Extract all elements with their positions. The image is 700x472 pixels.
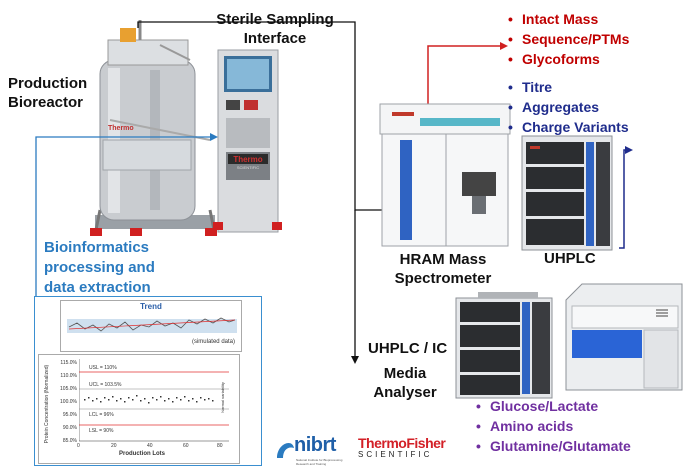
- ytick: 85.0%: [62, 438, 77, 444]
- bioreactor-brand: Thermo: [108, 125, 134, 132]
- navy-output-list: •Titre •Aggregates •Charge Variants: [508, 77, 629, 137]
- xtick: 60: [183, 443, 189, 449]
- bioinformatics-line-3: data extraction: [44, 279, 151, 296]
- ytick: 100.0%: [60, 399, 77, 405]
- xtick: 0: [77, 443, 80, 449]
- control-points: [84, 395, 214, 404]
- controller-brand-sub: SCIENTIFIC: [236, 165, 260, 170]
- purple-item: •Glutamine/Glutamate: [476, 438, 631, 454]
- production-line-1: Production: [8, 75, 88, 92]
- trend-title: Trend: [140, 302, 162, 311]
- red-item: •Glycoforms: [508, 51, 600, 67]
- ytick: 95.0%: [62, 412, 77, 418]
- nibrt-subtitle: National Institute for Bioprocessing Res…: [296, 458, 343, 466]
- lcl-label: LCL = 96%: [89, 412, 114, 418]
- media-analyser-illustration: [565, 283, 683, 391]
- hram-label: HRAM Mass Spectrometer: [388, 250, 498, 288]
- bioinformatics-label: Bioinformatics processing and data extra…: [44, 238, 155, 298]
- uhplc-ic-label: UHPLC / IC: [368, 340, 448, 357]
- trend-plot: [67, 317, 237, 333]
- feedback-line: [35, 133, 218, 296]
- control-plot: [79, 359, 229, 442]
- nibrt-wordmark: nibrt: [294, 434, 336, 456]
- bioinformatics-line-2: processing and: [44, 259, 155, 276]
- media-analyser-label: Media Analyser: [370, 364, 440, 402]
- ytick: 90.0%: [62, 425, 77, 431]
- ytick: 110.0%: [60, 373, 77, 379]
- lsl-label: LSL = 90%: [89, 428, 114, 434]
- nibrt-logo: nibrt National Institute for Bioprocessi…: [274, 432, 350, 468]
- hram-line-2: Spectrometer: [394, 270, 492, 287]
- trend-fit: [68, 319, 236, 330]
- xtick: 20: [111, 443, 117, 449]
- sampling-line-1: Sterile Sampling: [216, 11, 334, 28]
- thermofisher-subtitle: SCIENTIFIC: [358, 450, 433, 459]
- trend-line: [68, 317, 236, 332]
- sterile-sampling-label: Sterile Sampling Interface: [210, 10, 340, 48]
- control-xlabel: Production Lots: [119, 451, 165, 457]
- purple-item: •Glucose/Lactate: [476, 398, 599, 414]
- thermofisher-logo: ThermoFisher SCIENTIFIC: [358, 435, 446, 460]
- uhplc-label: UHPLC: [544, 250, 596, 267]
- controller-brand-name: Thermo: [233, 155, 263, 164]
- production-bioreactor-label: Production Bioreactor: [8, 74, 87, 112]
- media-line-1: Media: [383, 365, 427, 382]
- thermofisher-wordmark: ThermoFisher: [358, 435, 446, 451]
- bioinformatics-line-1: Bioinformatics: [44, 239, 150, 256]
- controller-illustration: [213, 49, 282, 233]
- ytick: 115.0%: [60, 360, 77, 366]
- xtick: 80: [217, 443, 223, 449]
- xtick: 40: [147, 443, 153, 449]
- mass-spectrometer-illustration: [379, 103, 511, 247]
- media-line-2: Analyser: [373, 384, 437, 401]
- navy-item: •Charge Variants: [508, 119, 629, 135]
- control-yticks: 115.0% 110.0% 105.0% 100.0% 95.0% 90.0% …: [49, 357, 77, 448]
- navy-item: •Aggregates: [508, 99, 600, 115]
- trend-note: (simulated data): [191, 339, 235, 345]
- control-chart: Protein Concentration (Normalized) 115.0…: [38, 354, 240, 464]
- uhplc-illustration: [521, 135, 613, 251]
- usl-label: USL = 110%: [89, 365, 117, 371]
- production-line-2: Bioreactor: [8, 94, 84, 111]
- navy-item: •Titre: [508, 79, 553, 95]
- ytick: 105.0%: [60, 386, 77, 392]
- trend-chart: Trend (simulated data): [60, 300, 242, 352]
- purple-output-list: •Glucose/Lactate •Amino acids •Glutamine…: [476, 396, 631, 456]
- side-note: Normal variability: [219, 382, 225, 413]
- nibrt-mark-icon: [277, 443, 294, 458]
- uhplc-ic-illustration: [455, 292, 553, 399]
- red-item: •Sequence/PTMs: [508, 31, 630, 47]
- sampling-line-2: Interface: [243, 30, 307, 47]
- hram-line-1: HRAM Mass: [399, 251, 487, 268]
- controller-brand: Thermo SCIENTIFIC: [228, 156, 268, 172]
- red-item: •Intact Mass: [508, 11, 599, 27]
- red-output-list: •Intact Mass •Sequence/PTMs •Glycoforms: [508, 9, 629, 69]
- purple-item: •Amino acids: [476, 418, 574, 434]
- ucl-label: UCL = 103.5%: [89, 382, 122, 388]
